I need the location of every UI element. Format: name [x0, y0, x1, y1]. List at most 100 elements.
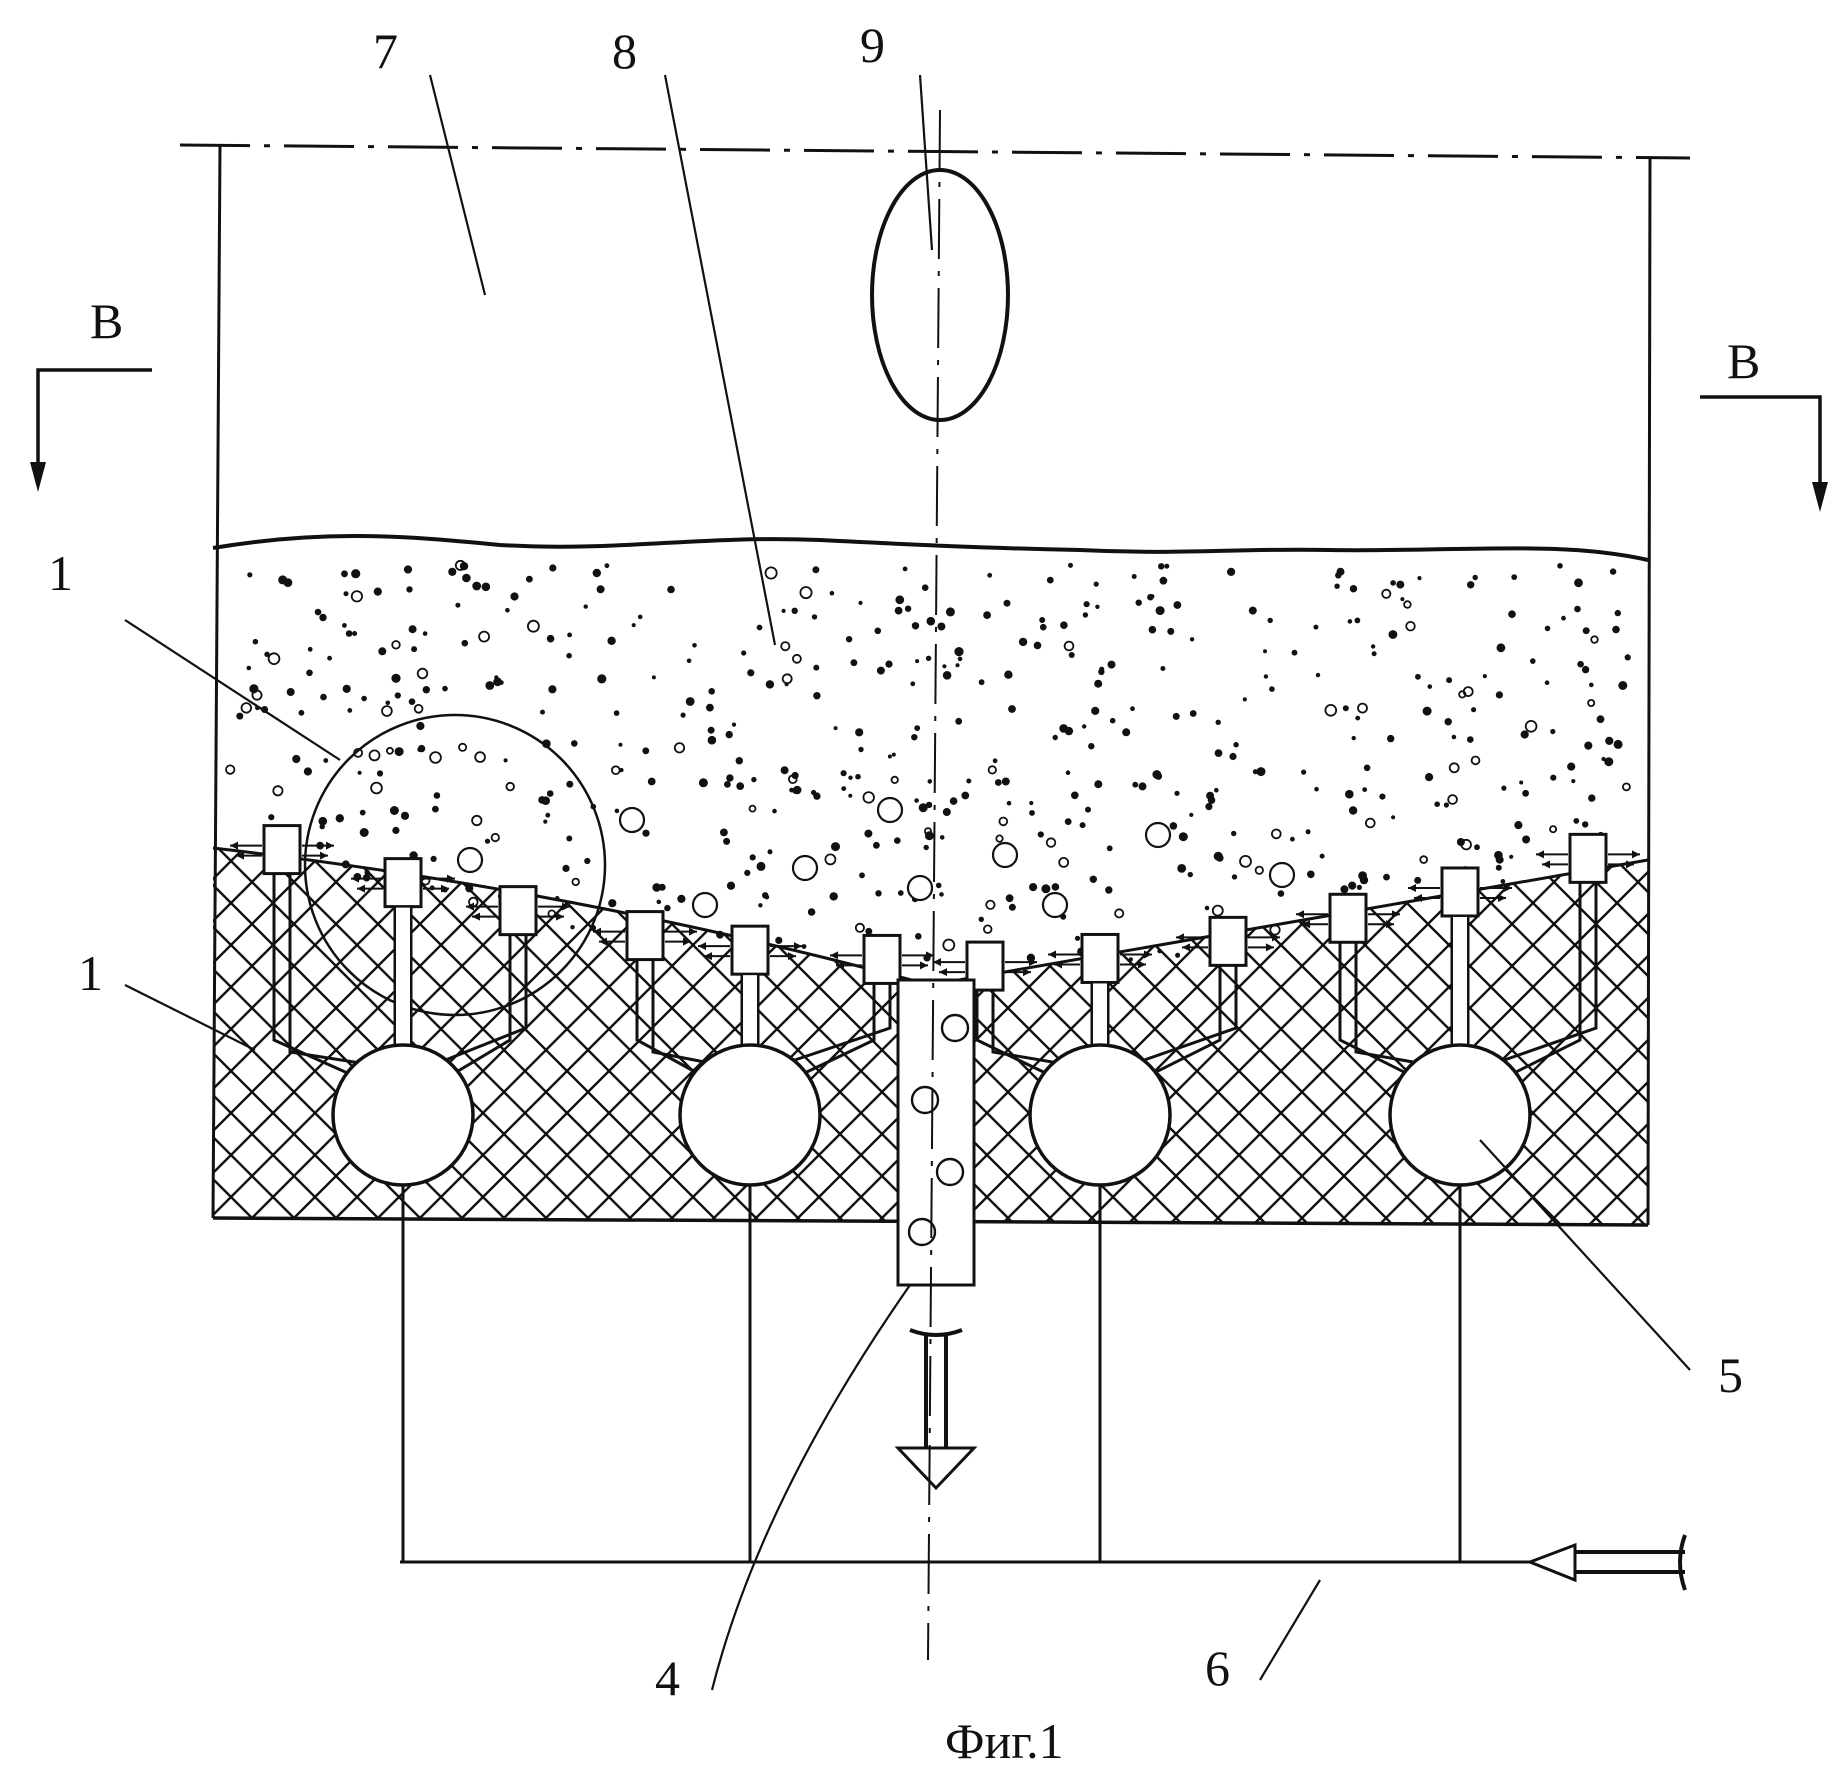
label-5: 5	[1718, 1347, 1743, 1403]
particle	[571, 740, 578, 747]
particle	[793, 655, 801, 663]
particle	[892, 777, 898, 783]
particle	[946, 607, 955, 616]
jet-arrow-head	[1536, 850, 1544, 858]
particle	[391, 674, 400, 683]
particle	[720, 829, 728, 837]
particle	[404, 565, 412, 573]
particle	[505, 608, 510, 613]
particle	[846, 636, 852, 642]
particle	[327, 656, 332, 661]
header-circle	[1030, 1045, 1170, 1185]
particle	[1588, 794, 1595, 801]
particle	[958, 657, 963, 662]
particle	[768, 849, 773, 854]
particle	[747, 669, 754, 676]
particle	[1069, 652, 1075, 658]
particle	[1450, 763, 1459, 772]
particle	[336, 814, 344, 822]
particle	[652, 883, 661, 892]
gas-bubble	[1146, 823, 1170, 847]
particle	[284, 578, 293, 587]
particle	[750, 854, 756, 860]
gas-bubble	[693, 893, 717, 917]
particle	[543, 820, 547, 824]
particle	[392, 827, 399, 834]
particle	[1174, 601, 1182, 609]
particle	[1573, 818, 1579, 824]
particle	[1008, 705, 1016, 713]
particle	[1066, 770, 1071, 775]
particle	[226, 765, 234, 773]
particle	[1002, 778, 1010, 786]
particle	[360, 810, 366, 816]
jet-arrow-head	[1632, 850, 1640, 858]
particle	[1583, 627, 1590, 634]
section-marker-left	[30, 370, 152, 492]
particle	[570, 925, 574, 929]
particle	[1150, 594, 1154, 598]
particle	[584, 858, 590, 864]
particle	[548, 685, 556, 693]
particle	[371, 783, 382, 794]
particle	[1582, 821, 1588, 827]
particle	[352, 591, 362, 601]
particle	[549, 564, 556, 571]
particle	[1582, 666, 1589, 673]
particle	[370, 750, 380, 760]
particle	[1158, 563, 1164, 569]
particle	[1588, 700, 1594, 706]
particle	[677, 895, 685, 903]
particle	[1059, 724, 1068, 733]
particle	[928, 779, 933, 784]
particle	[667, 586, 675, 594]
particle	[614, 710, 620, 716]
particle	[472, 582, 481, 591]
particle	[1249, 607, 1257, 615]
particle	[1545, 680, 1550, 685]
particle	[1325, 705, 1336, 716]
section-marker-right	[1700, 397, 1828, 512]
particle	[562, 865, 569, 872]
particle	[1526, 721, 1537, 732]
particle	[914, 725, 920, 731]
particle	[1243, 697, 1247, 701]
particle	[802, 944, 807, 949]
particle	[1348, 882, 1356, 890]
label-7: 7	[373, 23, 398, 79]
label-9: 9	[860, 17, 885, 73]
particle	[1371, 644, 1375, 648]
particle	[781, 766, 789, 774]
particle	[409, 625, 417, 633]
particle	[1389, 630, 1398, 639]
particle	[485, 681, 494, 690]
particle	[999, 818, 1007, 826]
particle	[593, 569, 601, 577]
particle	[983, 611, 991, 619]
particle	[1577, 661, 1584, 668]
particle	[323, 758, 328, 763]
particle	[830, 591, 835, 596]
label-8: 8	[612, 23, 637, 79]
particle	[855, 728, 863, 736]
particle	[1068, 563, 1073, 568]
particle	[1264, 674, 1268, 678]
particle	[1349, 806, 1357, 814]
particle	[479, 632, 489, 642]
particle	[937, 623, 945, 631]
particle	[1206, 792, 1214, 800]
nozzle-cap	[1210, 917, 1246, 965]
particle	[1612, 626, 1620, 634]
particle	[1122, 728, 1130, 736]
particle	[378, 647, 386, 655]
particle	[708, 688, 715, 695]
particle	[299, 710, 305, 716]
particle	[566, 836, 572, 842]
particle	[1052, 883, 1060, 891]
particle	[1366, 819, 1375, 828]
particle	[1214, 852, 1223, 861]
top-dashdot-line	[180, 145, 1690, 158]
particle	[1496, 691, 1503, 698]
particle	[830, 892, 838, 900]
particle	[1614, 740, 1623, 749]
